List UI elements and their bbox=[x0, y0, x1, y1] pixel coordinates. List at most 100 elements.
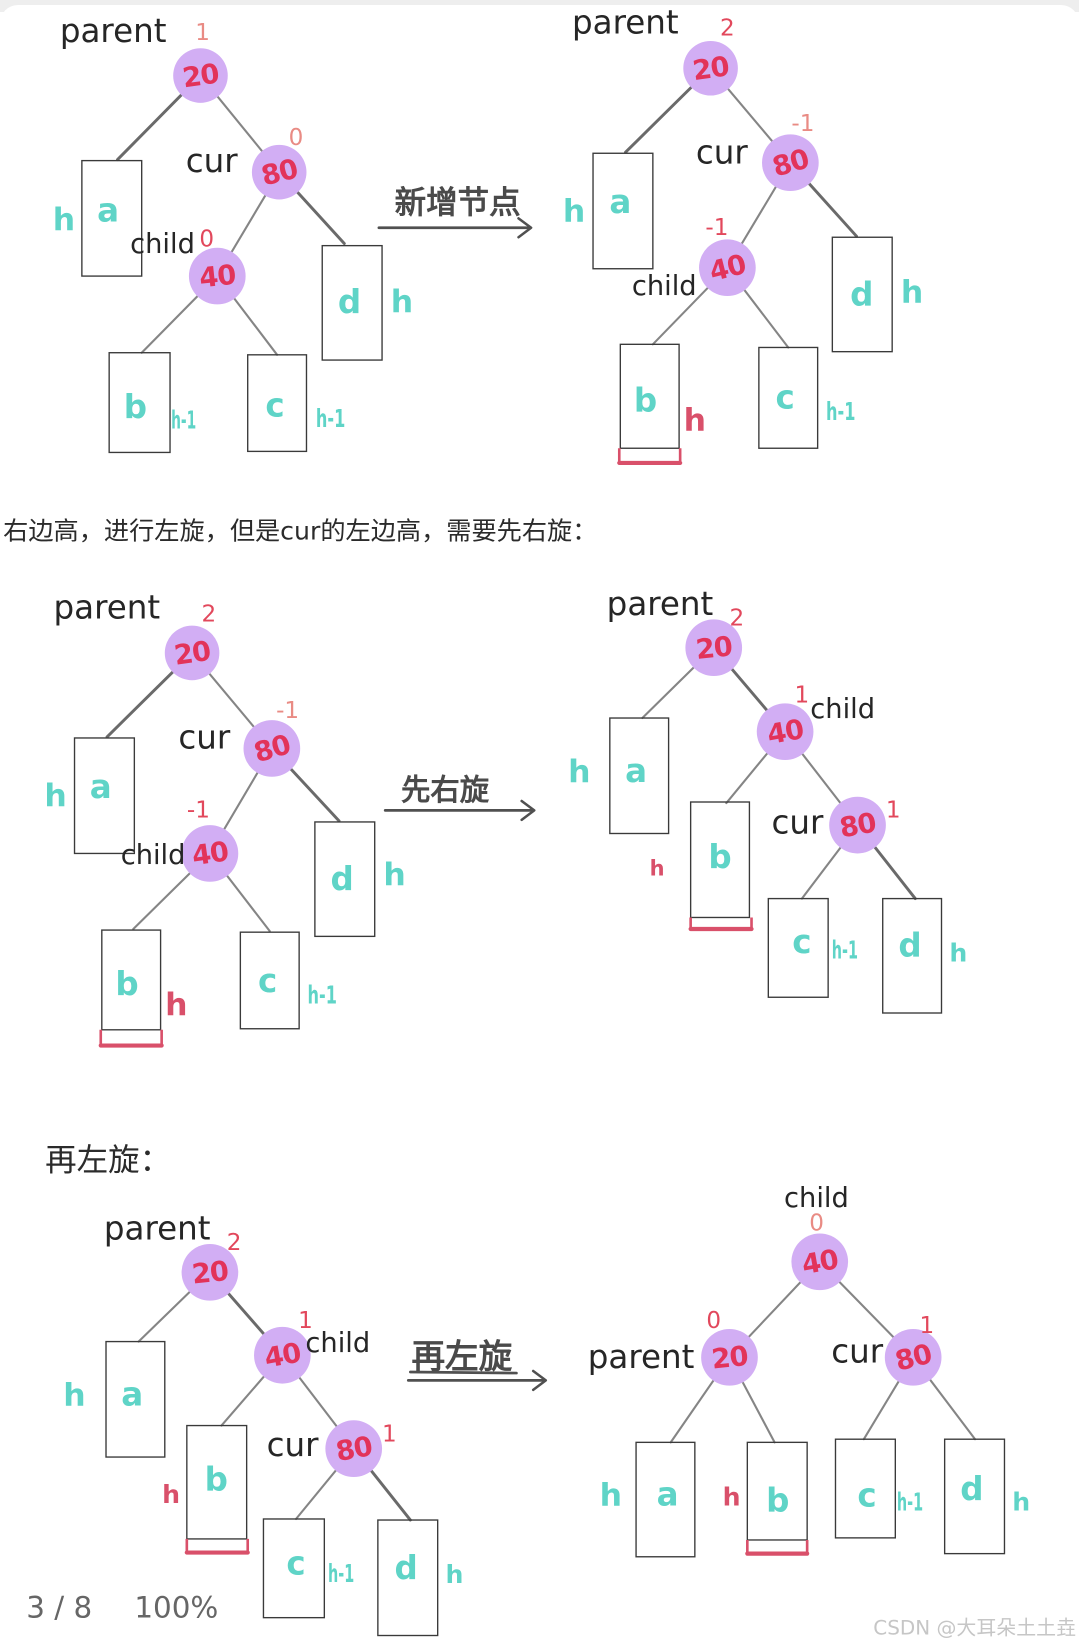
pointer-label-parent: parent bbox=[60, 12, 167, 50]
watermark: CSDN @大耳朵土土垚 bbox=[873, 1615, 1076, 1639]
subtree-c-label: c bbox=[775, 378, 794, 416]
tree-diagram-before-left-rotate: a b c d h h h-1 h 20 80 40 2 1 1 parent … bbox=[63, 1210, 464, 1637]
subtree-c-label: c bbox=[265, 387, 284, 425]
subtree-b-height: h bbox=[723, 1482, 741, 1511]
node-40-value: 40 bbox=[800, 1244, 841, 1281]
subtree-c-height: h-1 bbox=[316, 404, 345, 433]
node-40 bbox=[181, 825, 239, 882]
subtree-d-box bbox=[943, 1438, 1006, 1555]
subtree-b-label: b bbox=[634, 381, 657, 419]
node-40-balance-factor: 1 bbox=[795, 682, 810, 708]
node-20-value: 20 bbox=[691, 51, 731, 87]
rotate-left-caption: 再左旋： bbox=[45, 1142, 171, 1178]
node-80-balance-factor: 1 bbox=[382, 1421, 397, 1447]
subtree-b-box bbox=[689, 801, 751, 919]
subtree-b-label: b bbox=[115, 965, 138, 1003]
tree-diagram-after-insert: a b c d h h h-1 h 20 80 40 2 -1 -1 paren… bbox=[563, 4, 923, 466]
node-20-value: 20 bbox=[694, 631, 733, 666]
subtree-a-box bbox=[73, 737, 136, 855]
subtree-d-box bbox=[314, 821, 376, 938]
page-indicator: 3 / 8 bbox=[26, 1591, 92, 1625]
subtree-b-label: b bbox=[766, 1482, 789, 1520]
zoom-level-button[interactable]: 100% bbox=[134, 1591, 218, 1625]
node-20-balance-factor: 2 bbox=[202, 601, 217, 627]
tree-diagram-after-left-rotate: a b c d h h h-1 h 20 80 40 0 1 0 parent … bbox=[588, 1183, 1030, 1558]
subtree-a-height: h bbox=[563, 193, 585, 229]
subtree-b-box bbox=[746, 1441, 808, 1541]
pointer-label-cur: cur bbox=[178, 718, 231, 756]
pointer-label-parent: parent bbox=[572, 4, 679, 42]
subtree-d-height: h bbox=[383, 857, 405, 893]
node-80 bbox=[762, 134, 819, 192]
node-80-balance-factor: -1 bbox=[276, 698, 299, 724]
subtree-c-height: h-1 bbox=[308, 981, 337, 1010]
node-20 bbox=[173, 48, 228, 103]
subtree-d-box bbox=[831, 236, 893, 353]
node-20-value: 20 bbox=[172, 636, 212, 672]
subtree-c-label: c bbox=[258, 962, 277, 1000]
node-40-value: 40 bbox=[262, 1338, 303, 1375]
node-80-balance-factor: -1 bbox=[791, 111, 814, 137]
subtree-a-box bbox=[609, 717, 670, 835]
subtree-c-box bbox=[834, 1438, 897, 1539]
node-40 bbox=[756, 703, 814, 761]
subtree-d-height: h bbox=[446, 1560, 464, 1589]
subtree-a-label: a bbox=[97, 191, 119, 229]
node-40-balance-factor: 0 bbox=[809, 1210, 824, 1236]
node-20-value: 20 bbox=[181, 59, 221, 95]
arrow-right-icon bbox=[531, 1369, 548, 1392]
node-20-value: 20 bbox=[191, 1256, 230, 1291]
subtree-a-label: a bbox=[657, 1475, 679, 1513]
subtree-d-box bbox=[377, 1519, 439, 1637]
node-20 bbox=[683, 40, 738, 96]
node-40-balance-factor: -1 bbox=[705, 215, 728, 241]
subtree-c-height: h-1 bbox=[826, 397, 855, 426]
subtree-d-box bbox=[882, 897, 943, 1014]
subtree-a-box bbox=[81, 159, 143, 277]
node-80-value: 80 bbox=[837, 808, 878, 845]
subtree-b-box bbox=[619, 343, 680, 449]
subtree-a-box bbox=[635, 1441, 696, 1558]
subtree-d-height: h bbox=[949, 939, 967, 968]
subtree-b-height: h bbox=[162, 1480, 180, 1509]
subtree-d-height: h bbox=[1012, 1488, 1030, 1517]
pointer-label-cur: cur bbox=[771, 803, 824, 841]
pointer-label-cur: cur bbox=[696, 134, 749, 172]
node-40 bbox=[699, 239, 756, 297]
subtree-d-label: d bbox=[395, 1549, 418, 1587]
node-40-value: 40 bbox=[190, 837, 230, 873]
height-increase-marker bbox=[688, 917, 754, 932]
node-20-balance-factor: 2 bbox=[729, 606, 744, 632]
subtree-c-label: c bbox=[857, 1476, 876, 1514]
subtree-a-label: a bbox=[609, 183, 631, 221]
subtree-c-box bbox=[239, 931, 300, 1030]
subtree-b-label: b bbox=[124, 388, 147, 426]
label-underline bbox=[409, 1370, 518, 1375]
node-20-balance-factor: 2 bbox=[720, 16, 735, 42]
subtree-c-height: h-1 bbox=[328, 1559, 354, 1588]
subtree-c-box bbox=[247, 354, 308, 453]
node-80-balance-factor: 1 bbox=[919, 1313, 934, 1339]
pointer-label-child: child bbox=[632, 271, 697, 302]
node-40-balance-factor: 0 bbox=[199, 227, 214, 253]
subtree-c-height: h-1 bbox=[897, 1488, 923, 1517]
node-20 bbox=[685, 619, 743, 677]
transition-label: 再左旋 bbox=[411, 1337, 512, 1376]
tree-diagram-before-insert: a b c d h h-1 h-1 h 20 80 40 1 0 0 paren… bbox=[53, 12, 413, 454]
subtree-b-box bbox=[108, 352, 171, 454]
subtree-d-label: d bbox=[898, 926, 921, 964]
node-80 bbox=[884, 1328, 942, 1386]
height-increase-marker bbox=[745, 1539, 810, 1556]
tree-diagram-before-right-rotate: a b c d h h h-1 h 20 80 40 2 -1 -1 paren… bbox=[44, 588, 406, 1048]
pointer-label-child: child bbox=[784, 1183, 849, 1214]
node-80 bbox=[829, 796, 886, 854]
node-40-value: 40 bbox=[198, 260, 237, 295]
node-20 bbox=[164, 625, 220, 681]
subtree-a-box bbox=[105, 1340, 166, 1458]
node-20 bbox=[181, 1243, 239, 1301]
subtree-d-box bbox=[321, 244, 383, 361]
node-40 bbox=[254, 1326, 311, 1384]
subtree-c-box bbox=[758, 346, 819, 449]
pointer-label-parent: parent bbox=[54, 588, 161, 626]
